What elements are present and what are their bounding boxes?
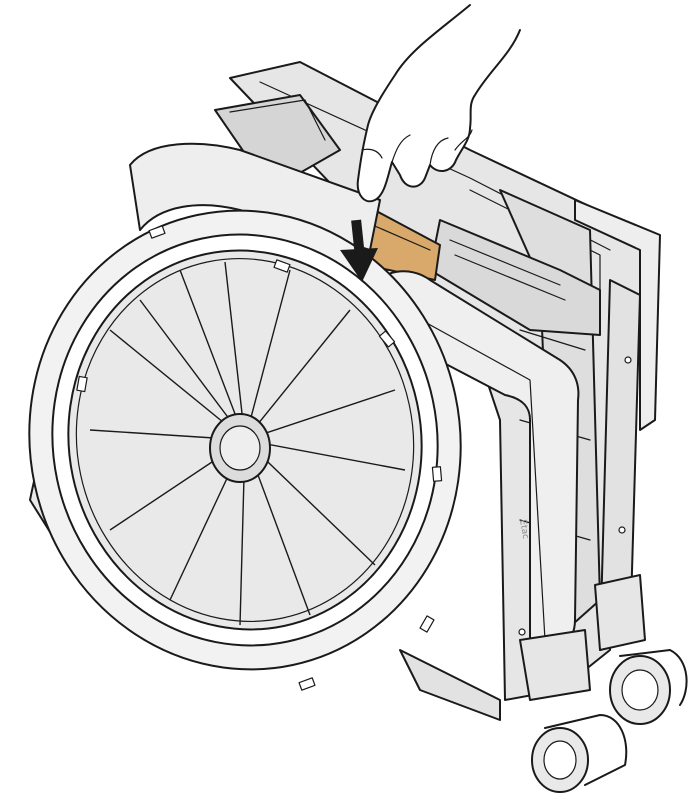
hand-pressing-icon: [356, 4, 521, 203]
brand-mark: Etac: [517, 519, 530, 540]
push-rim-tabs: [76, 225, 443, 691]
bottom-crossbar: [399, 649, 501, 721]
rear-wheel: [28, 209, 462, 691]
wheel-hub: [209, 413, 271, 483]
front-caster-left: [519, 629, 628, 793]
arrow-down-icon: [340, 219, 378, 282]
front-caster-right: [594, 574, 688, 725]
